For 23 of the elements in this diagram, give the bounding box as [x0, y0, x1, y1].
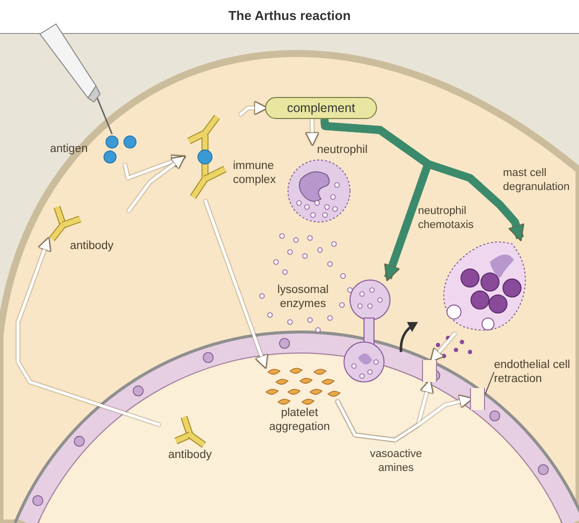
wall-gap	[422, 360, 437, 382]
arrow	[305, 118, 320, 146]
edge-label: neutrophil chemotaxis	[418, 204, 475, 232]
arrow	[320, 118, 524, 242]
arrow	[16, 236, 160, 426]
label-text: lysosomal enzymes	[276, 283, 330, 311]
wall-gap	[470, 388, 485, 410]
label-pill: complement	[265, 97, 377, 119]
edge-label: mast cell degranulation	[503, 166, 571, 194]
label-text: antigen	[50, 142, 89, 156]
arrow	[123, 154, 186, 180]
arrow	[126, 156, 186, 213]
label-text: endothelial cell retraction	[494, 358, 572, 386]
arrow	[204, 200, 268, 369]
edge-label: vasoactive amines	[369, 447, 423, 475]
label-text: platelet aggregation	[268, 406, 331, 434]
label-text: antibody	[70, 239, 114, 253]
arrow	[430, 332, 456, 362]
title: The Arthus reaction	[227, 8, 352, 23]
label-text: antibody	[167, 448, 213, 462]
leader-line	[484, 372, 494, 396]
label-text: neutrophil	[317, 143, 369, 157]
label-text: immune complex	[233, 159, 277, 187]
